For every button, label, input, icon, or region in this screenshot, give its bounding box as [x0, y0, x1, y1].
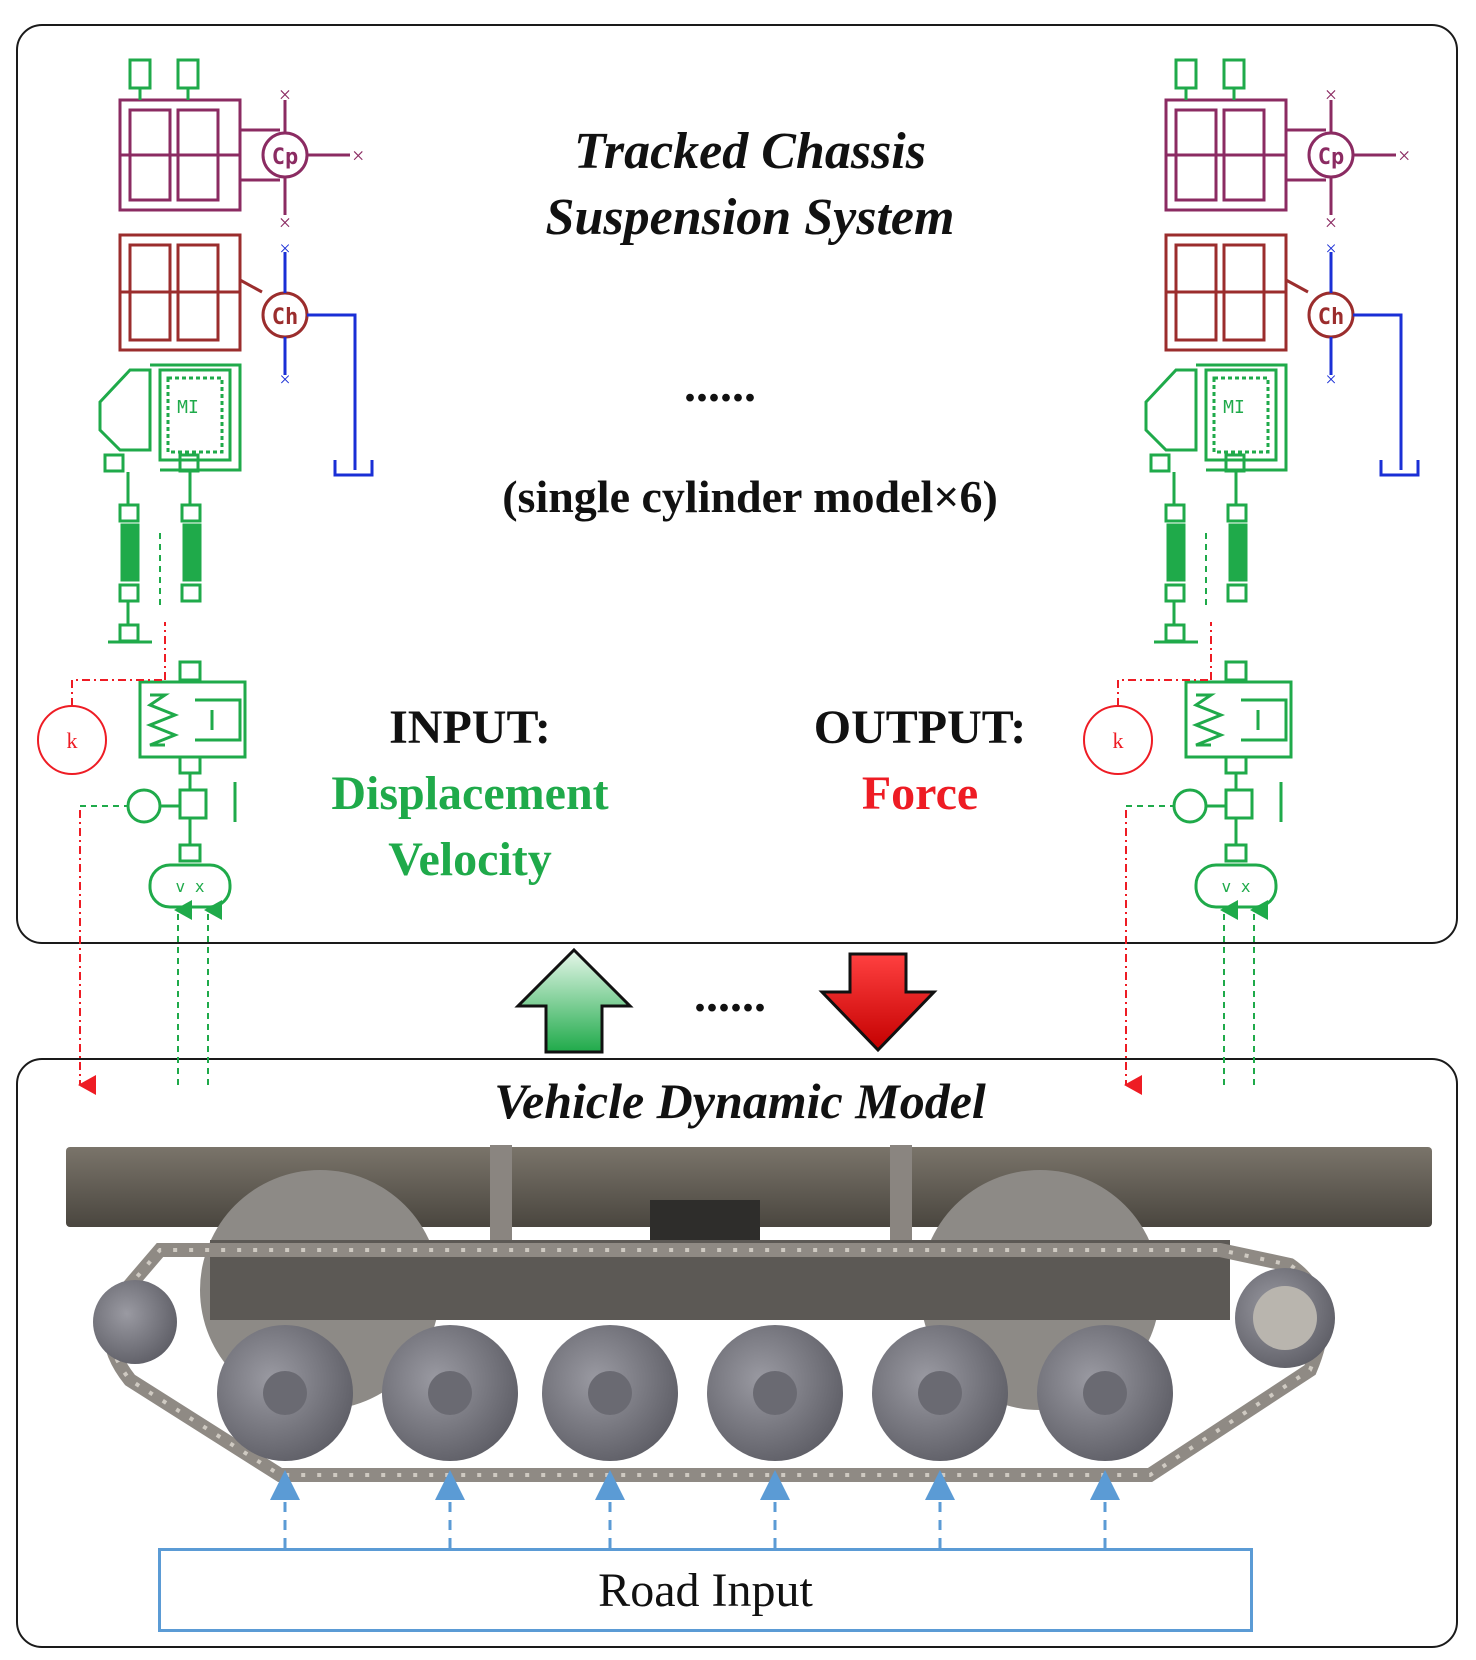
left-cylinder-schematic — [38, 60, 372, 1085]
output-force: Force — [861, 767, 979, 820]
input-label: INPUT: — [389, 701, 551, 754]
input-up-arrow — [514, 947, 634, 1054]
vehicle-model-title: Vehicle Dynamic Model — [494, 1073, 986, 1129]
title-line-2: Suspension System — [545, 189, 955, 246]
middle-ellipsis: ...... — [694, 969, 766, 1022]
right-cylinder-schematic — [1084, 60, 1418, 1085]
model-note: (single cylinder model×6) — [502, 471, 998, 522]
top-ellipsis: ...... — [684, 359, 756, 412]
road-input-label: Road Input — [598, 1564, 813, 1617]
output-label: OUTPUT: — [813, 701, 1027, 754]
suspension-system-panel — [16, 24, 1458, 944]
tracked-vehicle-illustration — [66, 1145, 1432, 1482]
title-line-1: Tracked Chassis — [574, 123, 926, 180]
input-displacement: Displacement — [331, 767, 609, 820]
road-input-box: Road Input — [158, 1548, 1253, 1632]
output-down-arrow — [818, 952, 938, 1053]
road-input-arrows — [283, 1490, 1107, 1548]
input-velocity: Velocity — [388, 833, 552, 886]
